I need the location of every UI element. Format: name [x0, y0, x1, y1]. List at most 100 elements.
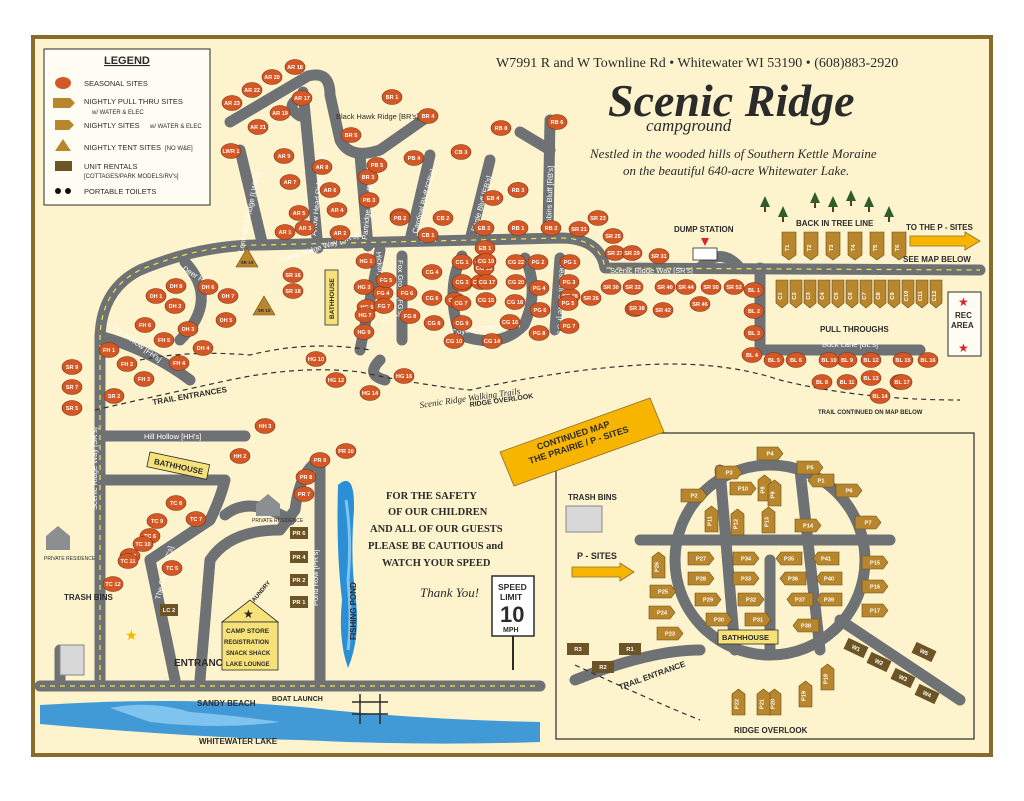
svg-text:CG 6: CG 6 — [425, 296, 438, 302]
seasonal-site: FG 8 — [399, 308, 421, 324]
svg-text:T3: T3 — [829, 244, 835, 252]
svg-text:P18: P18 — [824, 673, 830, 684]
nightly-site: T2 — [803, 231, 819, 261]
svg-text:P34: P34 — [741, 557, 752, 563]
svg-text:BL 14: BL 14 — [872, 394, 888, 400]
nightly-site: C5 — [831, 279, 845, 309]
svg-text:FG 8: FG 8 — [404, 314, 416, 320]
label-whitewater-lake: WHITEWATER LAKE — [199, 737, 278, 746]
seasonal-site: BL 9 — [836, 352, 858, 368]
seasonal-site: FH 5 — [153, 332, 175, 348]
svg-text:AR 4: AR 4 — [331, 208, 345, 214]
svg-text:BL 4: BL 4 — [746, 353, 759, 359]
svg-text:C6: C6 — [848, 292, 854, 300]
nightly-site: C9 — [887, 279, 901, 309]
seasonal-site: HG 14 — [359, 385, 381, 401]
svg-text:C4: C4 — [820, 292, 826, 300]
private-residence-1 — [46, 536, 70, 550]
svg-text:EB 4: EB 4 — [487, 196, 500, 202]
unit-rental: R1 — [619, 643, 641, 655]
nightly-site: P4 — [756, 446, 784, 461]
seasonal-site: DH 6 — [197, 279, 219, 295]
legend-label-tent: NIGHTLY TENT SITES — [84, 143, 161, 152]
legend-label-units: UNIT RENTALS — [84, 162, 137, 171]
svg-text:DH 3: DH 3 — [182, 327, 195, 333]
nightly-site: P30 — [705, 612, 733, 627]
svg-text:RB 6: RB 6 — [551, 120, 564, 126]
speed-limit-sign: SPEED LIMIT 10 MPH — [491, 575, 535, 670]
svg-text:SR 42: SR 42 — [655, 308, 671, 314]
thank-you: Thank You! — [420, 585, 479, 600]
label-dump-station: DUMP STATION — [674, 225, 734, 234]
svg-text:PR 7: PR 7 — [298, 492, 310, 498]
seasonal-site: SR 46 — [689, 296, 711, 312]
walking-trail — [94, 363, 961, 411]
seasonal-site: DH 5 — [215, 312, 237, 328]
svg-text:SR 46: SR 46 — [692, 302, 708, 308]
svg-text:FH 3: FH 3 — [138, 377, 150, 383]
nightly-site: P18 — [820, 663, 835, 691]
svg-text:W3: W3 — [897, 674, 908, 683]
svg-text:FH 6: FH 6 — [139, 323, 151, 329]
svg-text:BL 8: BL 8 — [816, 380, 828, 386]
seasonal-site: CG 18 — [504, 294, 526, 310]
seasonal-site: LWR 1 — [220, 143, 242, 159]
nightly-site: P7 — [854, 515, 882, 530]
svg-text:C2: C2 — [792, 292, 798, 299]
road-label-black-hawk: Black Hawk Ridge [BR's] — [336, 112, 419, 121]
seasonal-site: CG 8 — [423, 315, 445, 331]
safety-line-1: FOR THE SAFETY — [386, 491, 477, 502]
nightly-site: P14 — [794, 518, 822, 533]
speed-sign-number: 10 — [500, 602, 524, 627]
svg-text:P35: P35 — [784, 557, 795, 563]
svg-text:FH 4: FH 4 — [173, 361, 186, 367]
svg-text:SR 26: SR 26 — [583, 296, 599, 302]
seasonal-site: PG 1 — [559, 254, 581, 270]
seasonal-site: FH 2 — [116, 356, 138, 372]
svg-text:AR 3: AR 3 — [299, 226, 312, 232]
svg-text:P38: P38 — [801, 624, 812, 630]
p-trash-bins-label: TRASH BINS — [568, 493, 618, 502]
seasonal-site: TC 7 — [185, 511, 207, 527]
svg-text:BL 17: BL 17 — [894, 380, 909, 386]
svg-text:CG 18: CG 18 — [507, 300, 523, 306]
tagline-line-1: Nestled in the wooded hills of Southern … — [589, 146, 877, 161]
speed-sign-line-1: SPEED — [498, 582, 527, 592]
svg-text:PR 2: PR 2 — [293, 578, 306, 584]
svg-text:SR 29: SR 29 — [624, 251, 640, 257]
svg-text:SR 38: SR 38 — [629, 306, 645, 312]
seasonal-site: FG 6 — [396, 285, 418, 301]
svg-text:BR 4: BR 4 — [422, 114, 436, 120]
svg-text:P2: P2 — [690, 494, 697, 500]
seasonal-site: CG 3 — [451, 274, 473, 290]
seasonal-site: AR 1 — [274, 224, 296, 240]
nightly-site: C12 — [929, 279, 943, 309]
svg-text:P11: P11 — [708, 515, 714, 526]
seasonal-site: FH 3 — [133, 371, 155, 387]
legend-sub-units: [COTTAGES/PARK MODELS/RV's] — [84, 174, 179, 180]
svg-text:HH 2: HH 2 — [234, 454, 247, 460]
svg-text:SR 52: SR 52 — [726, 285, 742, 291]
nightly-site: P34 — [732, 551, 760, 566]
svg-text:HG 9: HG 9 — [357, 330, 370, 336]
pull-thru-icon — [53, 98, 75, 108]
nightly-site: P5 — [796, 460, 824, 475]
seasonal-site: BL 1 — [743, 282, 765, 298]
svg-text:P22: P22 — [735, 699, 741, 709]
svg-text:HG 12: HG 12 — [328, 378, 344, 384]
nightly-site-icon — [55, 120, 74, 130]
label-to-p-sites: TO THE P - SITES — [906, 223, 973, 232]
svg-text:C10: C10 — [904, 291, 910, 302]
nightly-site: P17 — [861, 603, 889, 618]
svg-text:CG 17: CG 17 — [479, 280, 495, 286]
seasonal-site: RB 1 — [507, 220, 529, 236]
camp-store-star-icon: ★ — [243, 607, 254, 621]
nightly-site: C11 — [915, 279, 929, 309]
svg-text:P26: P26 — [655, 561, 661, 572]
svg-text:BR 3: BR 3 — [362, 175, 375, 181]
svg-text:AR 22: AR 22 — [244, 88, 260, 94]
seasonal-site: BL 11 — [836, 374, 858, 390]
seasonal-site: SR 29 — [621, 245, 643, 261]
